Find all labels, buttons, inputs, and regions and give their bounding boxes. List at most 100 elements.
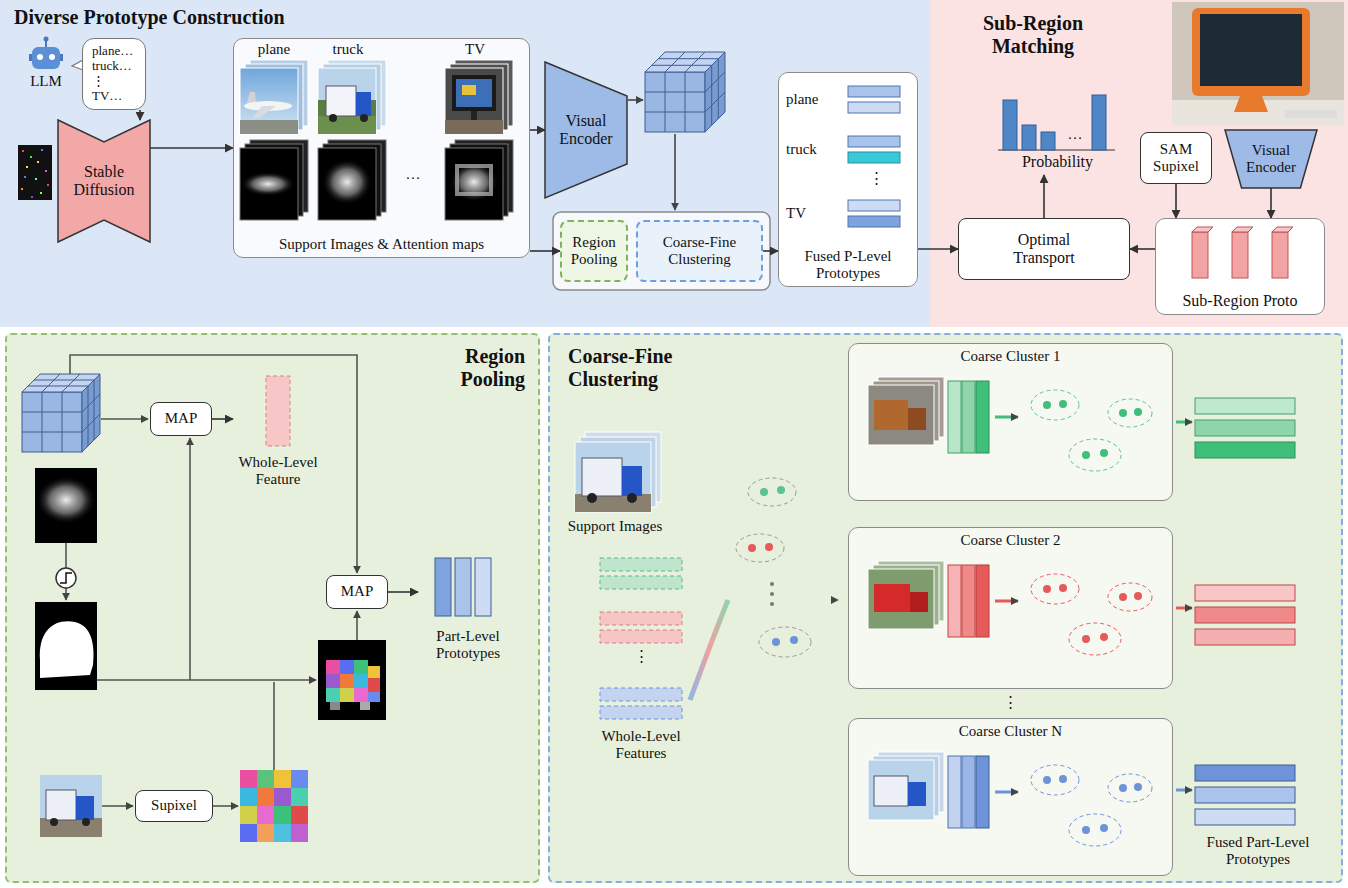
part-prototype-bars-part bbox=[435, 558, 451, 616]
label-text: truck bbox=[318, 41, 378, 58]
cluster-1-art-part bbox=[908, 408, 926, 430]
superpixel-map-part bbox=[291, 770, 308, 788]
sub-region-bars-part bbox=[1232, 227, 1253, 232]
cluster-2-art-part bbox=[962, 565, 975, 637]
part-map-part bbox=[326, 660, 340, 674]
cluster-n-art-part bbox=[995, 791, 1018, 794]
panel-grounds-part bbox=[548, 333, 1343, 883]
operator-box: MAP bbox=[326, 575, 388, 609]
module-box: Region Pooling bbox=[560, 220, 628, 282]
coarse-ellipses-part bbox=[772, 638, 780, 646]
node-text: SAM Supixel bbox=[1145, 141, 1207, 176]
cluster-2-art-part bbox=[1176, 607, 1192, 610]
node-text: Support Images & Attention maps bbox=[279, 236, 484, 253]
label-text: TV bbox=[445, 41, 505, 58]
label-text: Fused Part-Level Prototypes bbox=[1180, 834, 1336, 869]
cluster-box: Coarse Cluster N bbox=[848, 718, 1173, 876]
whole-feature-bars-part bbox=[600, 688, 682, 701]
support-stack-part bbox=[575, 494, 651, 512]
panel-title: Coarse-Fine Clustering bbox=[568, 345, 708, 391]
part-map-part bbox=[330, 702, 340, 710]
panel: Region PoolingMAPWhole-Level FeatureMAPP… bbox=[5, 333, 540, 883]
panel-title: Region Pooling bbox=[400, 345, 525, 391]
connector bbox=[139, 110, 141, 120]
cluster-2-art-part bbox=[1043, 585, 1051, 593]
label-text: Whole-Level Features bbox=[586, 728, 696, 763]
node-text: MAP bbox=[341, 583, 374, 600]
cluster-1-art-part bbox=[1176, 421, 1192, 424]
superpixel-map-part bbox=[257, 824, 274, 842]
threshold-symbol bbox=[56, 568, 76, 588]
superpixel-map-part bbox=[291, 806, 308, 824]
cluster-box: Coarse Cluster 2 bbox=[848, 527, 1173, 689]
connector bbox=[530, 129, 545, 131]
part-map-part bbox=[326, 688, 340, 702]
attention-map-part bbox=[318, 148, 376, 220]
coarse-ellipses-part bbox=[808, 598, 838, 603]
part-prototype-bars bbox=[435, 558, 491, 616]
cluster-2-art-part bbox=[1069, 623, 1121, 655]
probability-bars-part bbox=[1092, 95, 1106, 150]
cluster-n-art-part bbox=[1176, 789, 1192, 792]
connector bbox=[1043, 175, 1045, 218]
encoder-block: Visual Encoder bbox=[1225, 130, 1317, 188]
superpixel-map bbox=[240, 770, 308, 842]
robot-icon-part bbox=[37, 54, 43, 60]
panel-title: Sub-Region Matching bbox=[958, 12, 1108, 58]
coarse-ellipses-part bbox=[777, 486, 785, 494]
cluster-2-art-part bbox=[948, 565, 961, 637]
part-map-part bbox=[340, 674, 354, 688]
sub-region-bars-part bbox=[1272, 232, 1288, 278]
photo-monitor bbox=[1172, 2, 1344, 126]
plane-image-part bbox=[240, 120, 298, 134]
prototype-bars-part bbox=[848, 200, 900, 211]
noise-image bbox=[18, 145, 52, 200]
superpixel-map-part bbox=[291, 788, 308, 806]
coarse-ellipses-part bbox=[770, 602, 774, 606]
truck-photo-part bbox=[50, 818, 58, 826]
cluster-1-art-part bbox=[1195, 442, 1295, 458]
cluster-n-art-part bbox=[976, 756, 989, 828]
connector bbox=[212, 418, 233, 420]
cluster-1-art-part bbox=[948, 381, 961, 453]
attention-map-part bbox=[240, 148, 298, 220]
label-text: TV bbox=[786, 205, 841, 222]
threshold-symbol-part bbox=[60, 573, 72, 583]
robot-icon-part bbox=[44, 37, 49, 42]
cluster-1-art-part bbox=[995, 416, 1018, 419]
cluster-n-art-part bbox=[1043, 776, 1051, 784]
coarse-ellipses-part bbox=[690, 600, 728, 700]
image-group-ground-part bbox=[233, 38, 530, 258]
label-text: ⋮ bbox=[633, 648, 649, 665]
cluster-n-art-part bbox=[1195, 809, 1295, 825]
cluster-n-art-part bbox=[874, 776, 908, 806]
cluster-n-art-part bbox=[1195, 765, 1295, 781]
prototype-bars-part bbox=[848, 136, 900, 147]
part-map-part bbox=[368, 678, 380, 692]
part-prototype-bars-part bbox=[455, 558, 471, 616]
tv-image-part bbox=[445, 120, 503, 134]
cluster-2-art-part bbox=[874, 584, 910, 612]
image-group: Support Images & Attention maps bbox=[233, 38, 530, 258]
cluster-2-art-part bbox=[868, 569, 934, 629]
cluster-1-art bbox=[848, 343, 1295, 501]
cluster-n-art-part bbox=[1195, 787, 1295, 803]
pooling-wires-part bbox=[189, 438, 191, 680]
superpixel-map-part bbox=[257, 788, 274, 806]
image-group-ground bbox=[233, 38, 530, 258]
tv-image-part bbox=[471, 111, 477, 120]
support-stack-part bbox=[587, 493, 597, 503]
cluster-1-art-part bbox=[1108, 399, 1152, 427]
superpixel-map-part bbox=[240, 788, 257, 806]
label-text: Support Images bbox=[558, 518, 672, 535]
feature-cube-part bbox=[22, 392, 82, 452]
pooling-wires-part bbox=[356, 611, 358, 640]
connector bbox=[388, 591, 418, 593]
node-text: Coarse Cluster 1 bbox=[961, 348, 1061, 365]
truck-photo-part bbox=[40, 775, 102, 837]
node-text: Part-Level Prototypes bbox=[422, 628, 514, 663]
connector bbox=[530, 250, 560, 252]
prototype-bars-part bbox=[848, 216, 900, 227]
noise-image-part bbox=[26, 166, 28, 168]
noise-image-part bbox=[40, 192, 42, 194]
